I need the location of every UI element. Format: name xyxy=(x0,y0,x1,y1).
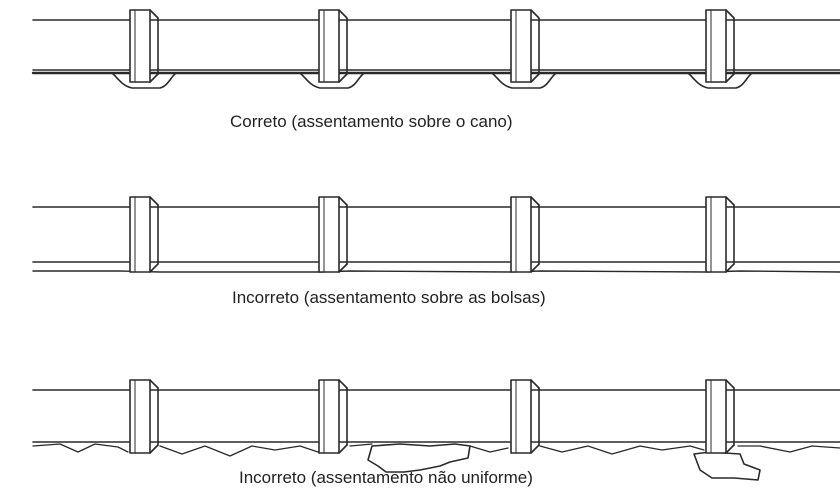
bell-hole xyxy=(112,73,752,88)
pipe-socket xyxy=(130,10,158,82)
pipe-socket xyxy=(319,197,347,272)
pipe-run-correct xyxy=(33,10,840,88)
pipe-socket xyxy=(706,380,734,453)
pipe-socket xyxy=(511,10,539,82)
pipe-socket xyxy=(319,10,347,82)
pipe-socket xyxy=(130,197,158,272)
pipe-socket xyxy=(319,380,347,453)
pipe-socket xyxy=(706,197,734,272)
rock xyxy=(694,452,760,480)
pipe-socket xyxy=(511,380,539,453)
rock xyxy=(368,444,470,472)
pipe-run-nonuniform xyxy=(33,380,840,480)
caption-incorrect-bells: Incorreto (assentamento sobre as bolsas) xyxy=(232,288,546,307)
caption-incorrect-nonuniform: Incorreto (assentamento não uniforme) xyxy=(239,468,533,487)
caption-correct: Correto (assentamento sobre o cano) xyxy=(230,112,513,131)
pipe-socket xyxy=(511,197,539,272)
pipe-run-bells xyxy=(33,197,840,272)
pipe-socket xyxy=(130,380,158,453)
pipe-socket xyxy=(706,10,734,82)
